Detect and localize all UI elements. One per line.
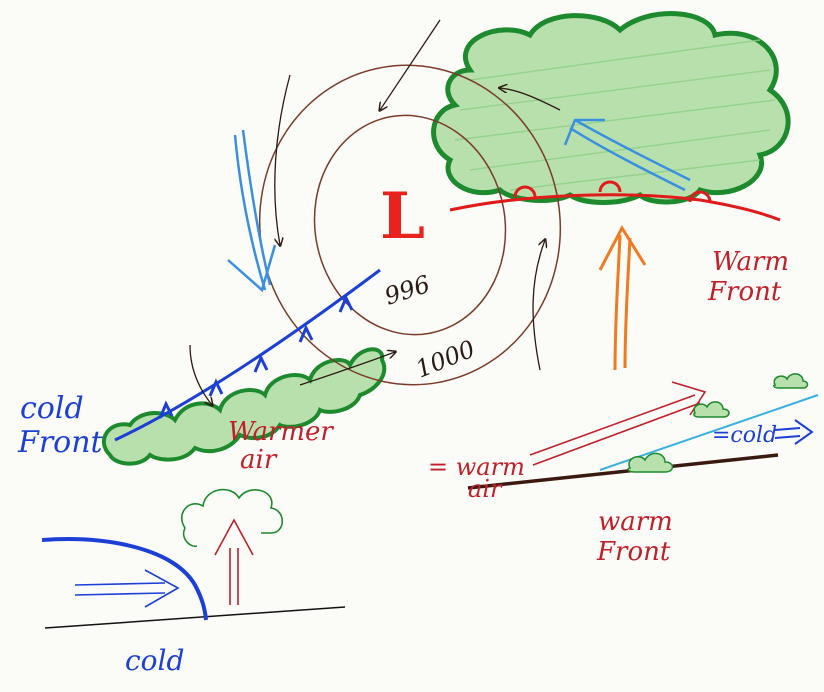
low-pressure-symbol: L (380, 179, 425, 254)
cold-front-label-line2: Front (17, 425, 104, 460)
warm-air-label-line2: air (468, 475, 503, 503)
warm-air-label-line1: = warm (428, 453, 525, 481)
cold-air-arrows (227, 118, 691, 293)
upper-cloud (431, 11, 791, 205)
lifted-warm-air-arrow (214, 518, 254, 605)
isobar-label-1000: 1000 (412, 335, 479, 384)
ground-line-right (467, 453, 779, 490)
ground-line-left (44, 606, 346, 629)
cold-front-label-line1: cold (20, 391, 84, 426)
cold-air-dome (41, 537, 208, 621)
warm-front-cross-section: = warm air =cold warm Front (428, 373, 819, 567)
cold-flow-label: =cold (712, 423, 777, 448)
cold-front-cloud (102, 347, 387, 466)
isobar-996 (313, 114, 507, 336)
warm-front-line (449, 180, 781, 222)
warmer-air-label-line2: air (240, 445, 278, 475)
cold-flow-arrow (774, 419, 814, 445)
small-cumulus-cloud (180, 488, 284, 548)
warmer-air-label-line1: Warmer (228, 417, 334, 447)
warm-front-label-line1: Warm (712, 247, 789, 277)
cold-air-push-arrow (74, 569, 180, 608)
cold-front-cross-section: cold (41, 488, 346, 677)
isobar-label-996: 996 (381, 270, 433, 311)
circulation-arrows (189, 19, 561, 405)
warm-front-xsec-label-line2: Front (596, 537, 671, 567)
warm-front-label-line2: Front (707, 277, 782, 307)
warm-front-xsec-label-line1: warm (598, 507, 673, 537)
warm-air-arrow (598, 224, 647, 371)
cold-front-line (114, 268, 381, 442)
cold-xsec-label: cold (125, 644, 184, 677)
rising-warm-air-arrow (529, 381, 707, 466)
small-clouds (627, 373, 809, 473)
